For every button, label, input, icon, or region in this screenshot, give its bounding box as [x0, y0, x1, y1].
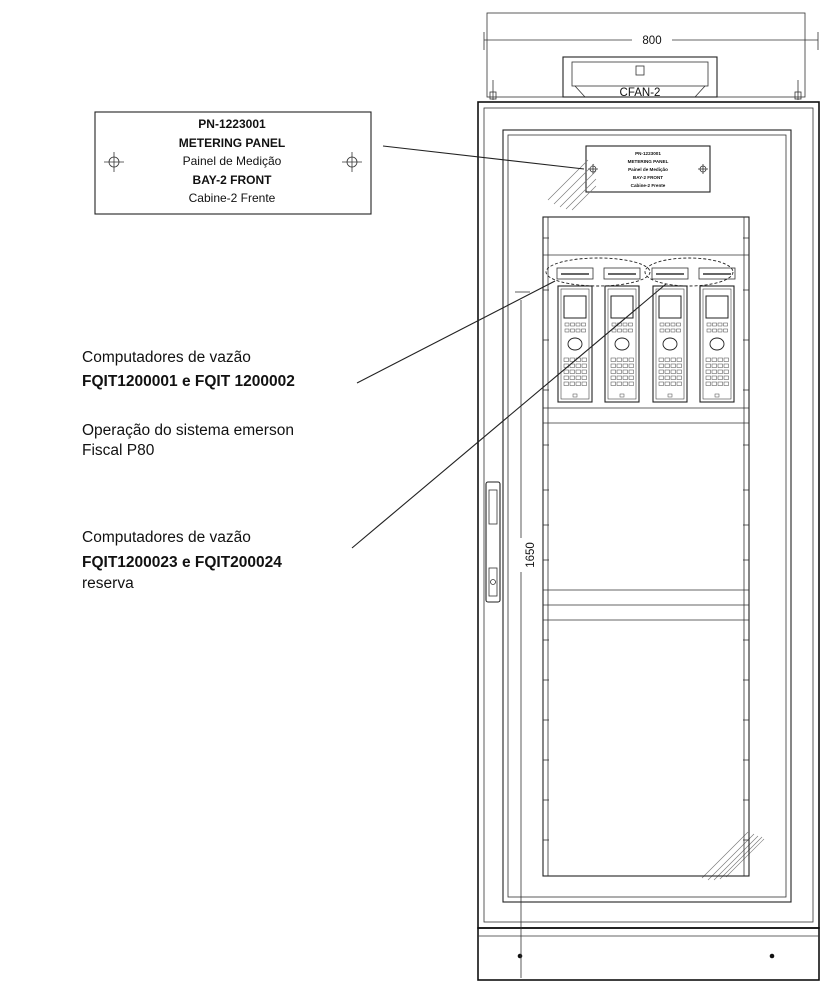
device-display	[563, 295, 587, 319]
group-ellipse-second	[644, 257, 734, 287]
callout-second-line-2: FQIT1200023 e FQIT200024	[82, 554, 282, 571]
cabinet	[477, 101, 820, 981]
door-nameplate-line-5: Cabine-2 Frente	[631, 183, 666, 188]
nameplate-line-5: Cabine-2 Frente	[189, 191, 276, 205]
fan-outer	[562, 56, 718, 98]
fan-symbol-icon	[635, 65, 645, 76]
nameplate-line-4: BAY-2 FRONT	[193, 173, 273, 187]
nameplate-line-2: METERING PANEL	[179, 136, 285, 150]
plinth-bolt-left	[517, 953, 523, 959]
handle-lock-icon	[490, 579, 496, 585]
callout-first-line-1: Computadores de vazão	[82, 349, 251, 366]
group-ellipse-first	[545, 257, 651, 287]
device-tag-labels	[556, 267, 736, 280]
flow-computer-2	[604, 285, 640, 403]
nameplate-crosshair-right-icon	[342, 152, 362, 172]
fan-grille	[571, 61, 709, 87]
door-nameplate-crosshair-right-icon	[698, 164, 708, 174]
fan-unit: CFAN-2	[562, 56, 718, 99]
flow-computer-1	[557, 285, 593, 403]
callout-operation: Operação do sistema emerson Fiscal P80	[82, 422, 294, 459]
door-nameplate-line-3: Painel de Medição	[628, 167, 668, 172]
top-section: 800 CFAN-2	[483, 12, 819, 100]
door-nameplate-crosshair-left-icon	[588, 164, 598, 174]
flow-computer-4	[699, 285, 735, 403]
callout-first-line-2: FQIT1200001 e FQIT 1200002	[82, 373, 295, 390]
width-dimension-label: 800	[642, 35, 661, 47]
device-display	[658, 295, 682, 319]
nameplate-line-1: PN-1223001	[198, 117, 266, 131]
door-nameplate-line-2: METERING PANEL	[628, 159, 669, 164]
door-frame	[483, 107, 814, 923]
cabinet-outline	[477, 101, 820, 929]
nameplate-crosshair-left-icon	[104, 152, 124, 172]
callout-first: Computadores de vazão FQIT1200001 e FQIT…	[82, 280, 556, 390]
device-nav-icon	[709, 337, 725, 351]
door-window	[502, 129, 792, 903]
flow-computers	[557, 285, 735, 403]
door-handle[interactable]	[485, 481, 501, 603]
nameplate-detail: PN-1223001 METERING PANEL Painel de Medi…	[94, 111, 372, 215]
rack-rail-notches	[543, 237, 749, 841]
roof-bolts	[489, 80, 802, 100]
device-display	[610, 295, 634, 319]
cabinet-plinth	[477, 927, 820, 981]
callout-operation-line-1: Operação do sistema emerson	[82, 422, 294, 439]
callout-second-line-1: Computadores de vazão	[82, 529, 251, 546]
door-nameplate-line-1: PN-1223001	[635, 151, 661, 156]
height-dimension: 1650	[515, 291, 537, 978]
device-display	[705, 295, 729, 319]
rack-plate	[542, 216, 750, 877]
glass-hatch-bottom	[701, 831, 765, 881]
height-dimension-label: 1650	[525, 542, 537, 568]
device-nav-icon	[614, 337, 630, 351]
plinth-bolt-right	[769, 953, 775, 959]
flow-computer-3	[652, 285, 688, 403]
door-nameplate-line-4: BAY-2 FRONT	[633, 175, 663, 180]
door-nameplate: PN-1223001 METERING PANEL Painel de Medi…	[585, 145, 711, 193]
device-nav-icon	[567, 337, 583, 351]
glass-hatch-top	[547, 159, 597, 211]
nameplate-leader-line	[382, 145, 585, 170]
fan-label: CFAN-2	[620, 87, 661, 99]
callout-second-leader	[351, 283, 667, 549]
callout-first-leader	[356, 280, 556, 384]
nameplate-line-3: Painel de Medição	[183, 154, 282, 168]
callout-operation-line-2: Fiscal P80	[82, 442, 155, 459]
callout-second-line-3: reserva	[82, 575, 134, 592]
device-nav-icon	[662, 337, 678, 351]
roof-outline	[486, 12, 806, 98]
callout-second: Computadores de vazão FQIT1200023 e FQIT…	[82, 283, 667, 592]
